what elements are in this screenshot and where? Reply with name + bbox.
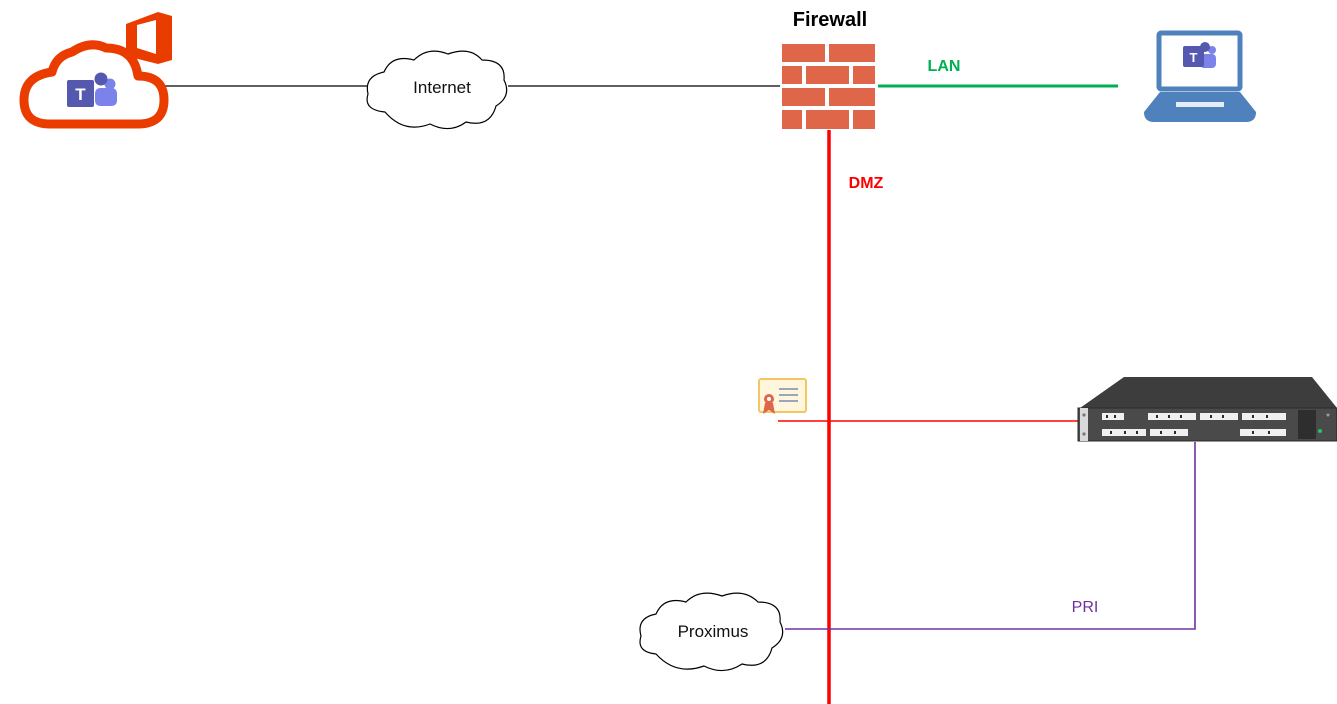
teams-logo-icon: T — [67, 72, 117, 107]
teams-letter: T — [1190, 50, 1198, 65]
proximus-cloud-icon — [639, 592, 784, 672]
office365-teams-cloud-icon: T — [19, 12, 172, 129]
firewall-brick-icon — [782, 44, 875, 129]
laptop-teams-icon: T — [1144, 30, 1256, 122]
firewall-label: Firewall — [793, 9, 867, 31]
internet-label: Internet — [413, 78, 471, 97]
proximus-label: Proximus — [678, 622, 749, 641]
sbc-gateway-appliance-icon — [1077, 377, 1337, 442]
internet-cloud: Internet — [366, 50, 508, 130]
status-led-icon — [1318, 429, 1322, 433]
internet-cloud-icon — [366, 50, 508, 130]
proximus-cloud: Proximus — [639, 592, 784, 672]
lan-label: LAN — [928, 58, 961, 75]
dmz-label: DMZ — [849, 175, 884, 192]
teams-logo-icon: T — [1183, 42, 1216, 68]
pri-label: PRI — [1072, 599, 1099, 616]
certificate-icon — [758, 378, 807, 414]
teams-letter: T — [75, 85, 86, 104]
pri-link — [785, 442, 1196, 630]
office-logo-icon — [126, 12, 172, 64]
appliance-top — [1080, 377, 1337, 408]
